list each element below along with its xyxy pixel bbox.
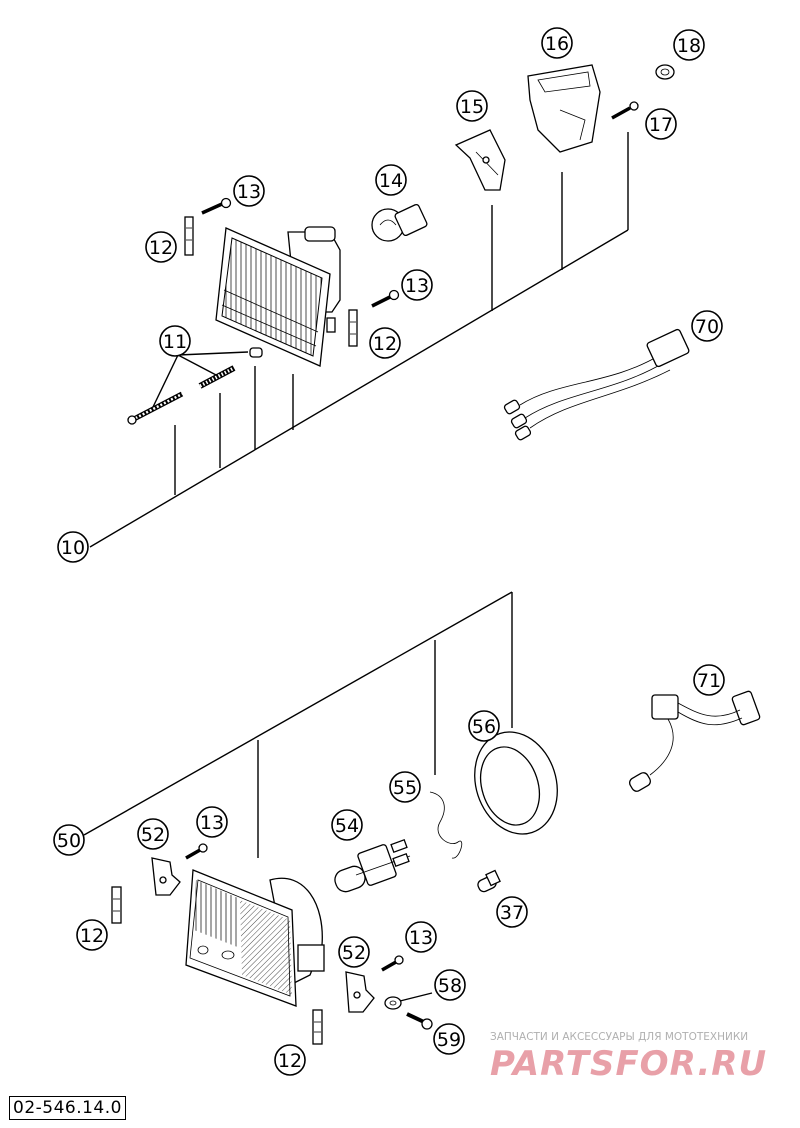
callout-18: 18 <box>673 29 705 61</box>
svg-text:58: 58 <box>438 975 462 997</box>
bracket-52-left <box>151 857 181 896</box>
svg-text:50: 50 <box>57 830 81 852</box>
svg-text:54: 54 <box>335 815 359 837</box>
callout-12: 12 <box>145 231 177 263</box>
svg-text:17: 17 <box>649 114 673 136</box>
callout-59: 59 <box>433 1023 465 1055</box>
screw-13-lower-left <box>185 843 208 860</box>
document-number: 02-546.14.0 <box>9 1096 126 1120</box>
svg-text:12: 12 <box>80 925 104 947</box>
svg-text:14: 14 <box>379 170 403 192</box>
svg-text:10: 10 <box>61 537 85 559</box>
callout-13: 13 <box>196 806 228 838</box>
washer-58 <box>384 996 402 1010</box>
callout-13: 13 <box>401 269 433 301</box>
svg-text:59: 59 <box>437 1029 461 1051</box>
svg-text:12: 12 <box>373 333 397 355</box>
callout-10: 10 <box>57 531 89 563</box>
svg-text:15: 15 <box>460 96 484 118</box>
leader-lines-lower <box>83 591 513 1003</box>
svg-text:12: 12 <box>278 1050 302 1072</box>
callout-12: 12 <box>274 1044 306 1076</box>
leader-lines-upper <box>89 132 629 548</box>
screw-13-lower-right <box>381 955 404 972</box>
svg-text:71: 71 <box>697 670 721 692</box>
wiring-harness-71 <box>629 690 761 792</box>
callout-50: 50 <box>53 824 85 856</box>
screw-13-upper-left <box>201 197 232 215</box>
callout-16: 16 <box>541 27 573 59</box>
svg-text:55: 55 <box>393 777 417 799</box>
wiring-harness-70 <box>503 328 690 441</box>
callout-14: 14 <box>375 164 407 196</box>
svg-text:52: 52 <box>342 942 366 964</box>
watermark-logo: PARTSFOR.RU <box>490 1044 767 1083</box>
callout-13: 13 <box>233 175 265 207</box>
grommet-18 <box>655 64 675 80</box>
callout-11: 11 <box>159 325 191 357</box>
callout-54: 54 <box>331 809 363 841</box>
svg-text:13: 13 <box>409 927 433 949</box>
svg-text:70: 70 <box>695 316 719 338</box>
adjust-screw-11 <box>127 391 184 425</box>
h4-bulb-54 <box>334 839 411 893</box>
callout-13: 13 <box>405 921 437 953</box>
spring-clip-55 <box>429 791 463 859</box>
callout-17: 17 <box>645 108 677 140</box>
clip-12-lower-right <box>312 1009 323 1045</box>
callout-12: 12 <box>76 919 108 951</box>
svg-text:13: 13 <box>200 812 224 834</box>
svg-text:37: 37 <box>500 902 524 924</box>
callout-12: 12 <box>369 327 401 359</box>
screw-13-upper-right <box>371 289 400 308</box>
screw-59 <box>406 1012 433 1030</box>
clip-12-lower-left <box>111 886 122 924</box>
svg-text:52: 52 <box>141 824 165 846</box>
callout-52: 52 <box>137 818 169 850</box>
svg-text:18: 18 <box>677 35 701 57</box>
callout-52: 52 <box>338 936 370 968</box>
callout-70: 70 <box>691 310 723 342</box>
bulb-holder-15 <box>454 129 506 191</box>
rubber-cover-16 <box>527 64 601 153</box>
retaining-ring-56 <box>474 731 558 835</box>
svg-text:12: 12 <box>149 237 173 259</box>
headlight-50 <box>185 869 325 1007</box>
bracket-52-right <box>345 971 375 1013</box>
callout-55: 55 <box>389 771 421 803</box>
callout-58: 58 <box>434 969 466 1001</box>
svg-text:56: 56 <box>472 716 496 738</box>
callout-15: 15 <box>456 90 488 122</box>
callout-71: 71 <box>693 664 725 696</box>
svg-text:13: 13 <box>405 275 429 297</box>
parking-bulb-37 <box>477 869 501 893</box>
spring-11 <box>198 365 236 389</box>
callout-56: 56 <box>468 710 500 742</box>
bulb-14 <box>371 203 428 242</box>
svg-text:11: 11 <box>163 331 187 353</box>
clip-12-upper-left <box>184 216 194 256</box>
screw-17 <box>611 101 639 120</box>
clip-12-upper-right <box>348 309 358 347</box>
svg-text:13: 13 <box>237 181 261 203</box>
watermark-caption: ЗАПЧАСТИ И АКСЕССУАРЫ ДЛЯ МОТОТЕХНИКИ <box>490 1031 749 1043</box>
svg-text:PARTSFOR.RU: PARTSFOR.RU <box>490 1044 767 1083</box>
svg-text:16: 16 <box>545 33 569 55</box>
headlight-10 <box>215 226 341 367</box>
callout-37: 37 <box>496 896 528 928</box>
